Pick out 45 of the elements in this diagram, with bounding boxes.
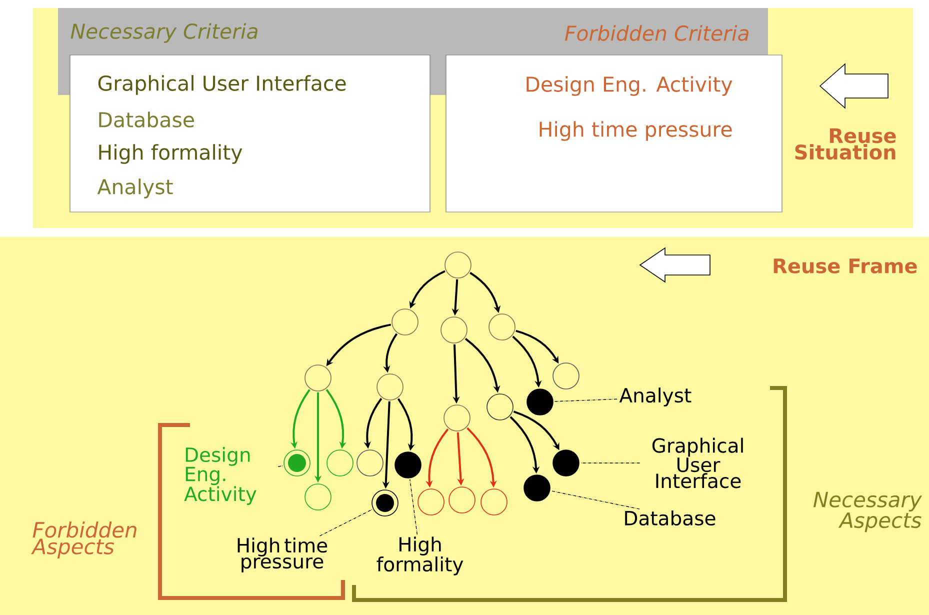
- circle: [326, 450, 354, 476]
- criteria-text: High time pressure: [540, 121, 732, 141]
- panel-title: Reuse Situation: [795, 128, 896, 160]
- circle: [418, 488, 444, 516]
- criteria-text: Design Eng. Activity: [526, 76, 732, 96]
- criteria-text: High formality: [99, 144, 242, 164]
- filled-circle: [524, 474, 550, 502]
- filled-circle: [526, 388, 554, 416]
- circle: [304, 484, 332, 510]
- bracket-label: Necessary Aspects: [813, 492, 922, 532]
- filled-circle: [552, 450, 580, 476]
- circle: [444, 404, 470, 432]
- leader-label: Database: [625, 510, 716, 526]
- filled-circle: [394, 452, 422, 478]
- leader-line: [554, 398, 618, 402]
- leader-label: High time pressure: [238, 538, 328, 572]
- criteria-text: Analyst: [97, 178, 173, 198]
- circle: [488, 314, 516, 340]
- filled-circle: [372, 490, 398, 516]
- circle: [304, 364, 332, 392]
- header-text: Necessary Criteria: [70, 23, 258, 43]
- criteria-text: Graphical User Interface: [98, 75, 346, 95]
- circle: [480, 488, 508, 516]
- circle: [552, 362, 580, 390]
- leader-line: [580, 462, 640, 464]
- filled-circle: [284, 450, 310, 476]
- leader-label: High formality: [376, 536, 464, 576]
- leader-label: Design Eng. Activity: [184, 447, 256, 505]
- leader-line: [278, 465, 284, 467]
- bracket-label: Forbidden Aspects: [31, 522, 136, 558]
- circle: [376, 374, 404, 400]
- leader-label: Analyst: [619, 388, 692, 406]
- leader-line: [550, 490, 640, 510]
- header-text: Forbidden Criteria: [564, 25, 748, 41]
- circle: [392, 308, 418, 336]
- circle: [486, 394, 514, 420]
- leader-line: [319, 509, 372, 536]
- circle: [440, 316, 468, 344]
- leader-label: Graphical User Interface: [652, 438, 743, 488]
- criteria-text: Database: [99, 112, 194, 128]
- circle: [444, 252, 472, 278]
- circle: [356, 450, 384, 476]
- circle: [448, 486, 476, 514]
- panel-title: Reuse Frame: [774, 258, 917, 274]
- leader-line: [410, 478, 418, 535]
